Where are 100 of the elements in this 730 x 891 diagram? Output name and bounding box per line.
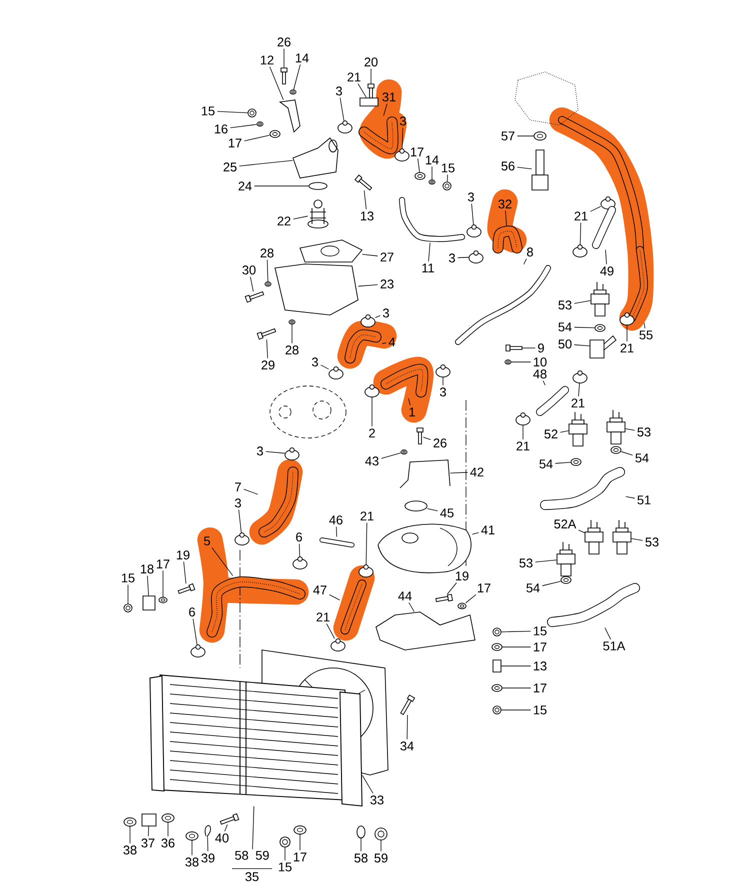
leader-line bbox=[162, 570, 164, 598]
leader-line bbox=[216, 111, 248, 114]
washer bbox=[270, 130, 280, 138]
callout-number: 38 bbox=[185, 858, 198, 866]
callout-number: 55 bbox=[639, 330, 653, 340]
callout-number: 9 bbox=[538, 344, 544, 352]
callout-number: 27 bbox=[380, 252, 394, 262]
leader-line bbox=[500, 630, 532, 632]
callout-number: 8 bbox=[527, 248, 533, 256]
sensor-switch bbox=[584, 520, 604, 554]
leader-line bbox=[243, 488, 258, 495]
callout-number: 14 bbox=[296, 54, 309, 62]
leader-line bbox=[457, 256, 470, 258]
pipe bbox=[540, 467, 625, 510]
leader-line bbox=[340, 97, 344, 121]
leader-line bbox=[244, 134, 270, 142]
callout-number: 25 bbox=[224, 162, 237, 172]
radiator bbox=[150, 674, 362, 807]
leader-line bbox=[266, 259, 268, 282]
hose bbox=[628, 246, 648, 322]
ring bbox=[308, 182, 328, 190]
leader-line bbox=[320, 364, 330, 370]
leader-line bbox=[382, 342, 387, 344]
callout-number: 51A bbox=[603, 642, 626, 650]
leader-line bbox=[620, 451, 634, 456]
washer bbox=[400, 450, 408, 454]
callout-group: 58 59 35 bbox=[232, 850, 272, 882]
callout-number: 20 bbox=[364, 58, 378, 66]
sensor-switch bbox=[568, 412, 588, 446]
callout-number: 17 bbox=[534, 642, 546, 652]
housing bbox=[292, 137, 338, 178]
callout-number: 11 bbox=[422, 264, 434, 272]
leader-line bbox=[336, 526, 338, 538]
callout-number: 28 bbox=[260, 248, 274, 258]
callout-number: 53 bbox=[519, 558, 532, 568]
pipe bbox=[320, 538, 354, 548]
hose-clamp bbox=[234, 532, 250, 546]
bolt bbox=[368, 84, 374, 98]
leader-line bbox=[380, 840, 382, 852]
washer bbox=[570, 458, 582, 466]
pipe-fitting bbox=[590, 335, 617, 358]
nut bbox=[442, 182, 452, 190]
leader-line bbox=[471, 203, 474, 225]
leader-line bbox=[358, 83, 367, 98]
leader-line bbox=[605, 249, 607, 265]
leader-line bbox=[406, 714, 408, 740]
sleeve bbox=[142, 814, 156, 826]
leader-line bbox=[523, 258, 527, 265]
callout-number: 42 bbox=[470, 468, 484, 476]
washer bbox=[428, 180, 436, 184]
callout-number: 43 bbox=[365, 456, 378, 466]
callout-number: 3 bbox=[440, 388, 446, 396]
callout-number: 54 bbox=[539, 460, 553, 468]
leader-line bbox=[402, 127, 404, 149]
leader-line bbox=[542, 380, 546, 386]
leader-line bbox=[578, 530, 586, 534]
nut bbox=[280, 836, 290, 848]
leader-line bbox=[380, 452, 402, 459]
leader-line bbox=[238, 509, 242, 533]
pipe bbox=[547, 583, 640, 627]
callout-number: 29 bbox=[262, 360, 274, 370]
callout-number: 3 bbox=[336, 86, 342, 96]
callout-number: 7 bbox=[235, 482, 241, 492]
washer bbox=[124, 817, 136, 827]
callout-number: 54 bbox=[558, 322, 572, 332]
bracket bbox=[400, 460, 450, 488]
leader-line bbox=[465, 594, 476, 604]
leader-line bbox=[230, 124, 258, 128]
callout-number: 36 bbox=[161, 838, 174, 848]
leader-line bbox=[505, 210, 507, 226]
callout-number: 17 bbox=[156, 560, 170, 568]
callout-number: 46 bbox=[329, 516, 342, 524]
callout-number: 34 bbox=[400, 742, 414, 750]
leader-line bbox=[183, 561, 186, 584]
callout-number: 1 bbox=[409, 408, 415, 416]
sensor-switch bbox=[606, 410, 626, 444]
callout-number: 22 bbox=[278, 216, 290, 226]
washer bbox=[534, 131, 546, 141]
callout-number: 30 bbox=[242, 266, 256, 274]
leader-line bbox=[266, 339, 268, 359]
hose-clamp bbox=[572, 370, 588, 384]
bolt bbox=[280, 68, 288, 84]
leader-line bbox=[192, 618, 198, 645]
sensor-switch bbox=[612, 520, 632, 554]
leader-line bbox=[298, 543, 300, 557]
callout-number: 58 bbox=[354, 854, 368, 862]
washer bbox=[264, 282, 272, 286]
leader-line bbox=[644, 322, 646, 329]
leader-line bbox=[148, 826, 150, 837]
leader-line bbox=[590, 206, 602, 212]
callout-number: 15 bbox=[202, 106, 215, 116]
pipe bbox=[455, 265, 551, 345]
callout-number: 53 bbox=[558, 300, 572, 310]
callout-number: 33 bbox=[370, 796, 384, 804]
callout-number: 54 bbox=[635, 454, 649, 462]
washer bbox=[294, 825, 306, 835]
hose-clamp bbox=[364, 384, 380, 398]
washer bbox=[610, 446, 622, 454]
callout-number: 21 bbox=[316, 612, 330, 622]
callout-number: 3 bbox=[312, 358, 318, 366]
